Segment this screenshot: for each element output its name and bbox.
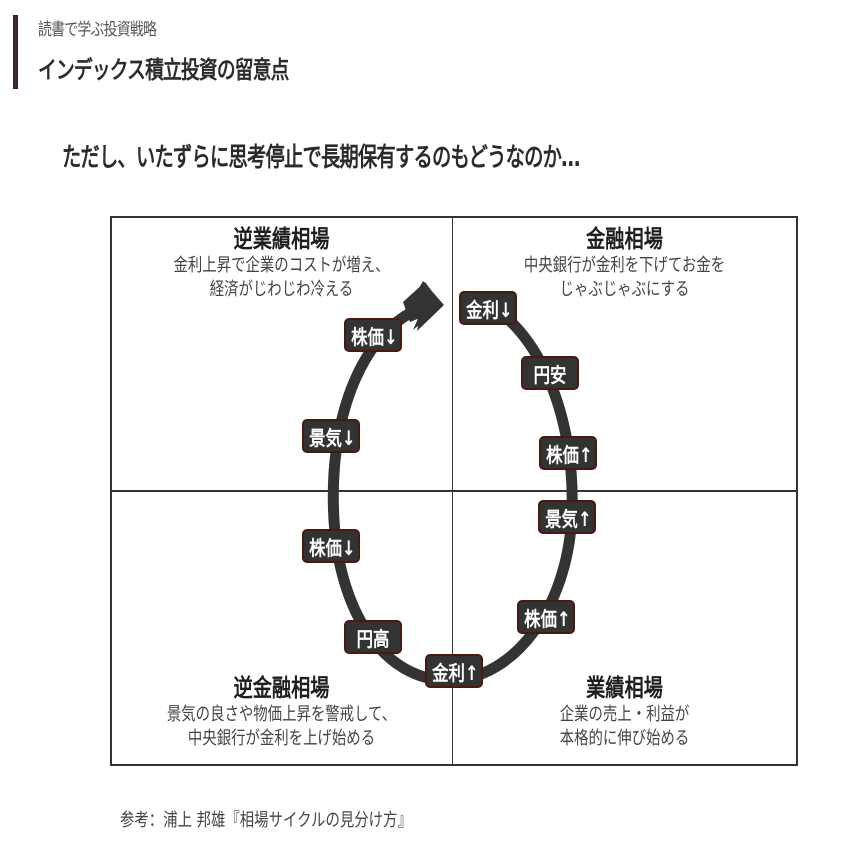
cycle-badge: 株価↓ [302, 529, 360, 563]
quadrant-desc-line1: 景気の良さや物価上昇を警戒して、 [166, 704, 397, 725]
quadrant-desc-line2: 中央銀行が金利を上げ始める [187, 728, 376, 749]
quadrant-earnings-market: 業績相場 企業の売上・利益が 本格的に伸び始める [453, 673, 796, 751]
quadrant-desc-line2: じゃぶじゃぶにする [559, 279, 690, 300]
cycle-badge-label: 金利↑ [432, 661, 479, 685]
cycle-badge: 円高 [344, 620, 402, 654]
cycle-badge-label: 景気↑ [545, 507, 592, 531]
quadrant-financial-market: 金融相場 中央銀行が金利を下げてお金を じゃぶじゃぶにする [453, 224, 796, 302]
cycle-badge-label: 円高 [356, 627, 390, 651]
quadrant-title: 業績相場 [586, 674, 663, 702]
quadrant-desc-line2: 経済がじわじわ冷える [209, 279, 354, 300]
cycle-badge-label: 株価↑ [524, 607, 571, 631]
cycle-badge: 金利↓ [459, 291, 517, 325]
cycle-badge-label: 景気↓ [309, 426, 356, 450]
cycle-badge: 株価↓ [344, 318, 402, 352]
quadrant-reverse-financial-market: 逆金融相場 景気の良さや物価上昇を警戒して、 中央銀行が金利を上げ始める [110, 673, 453, 751]
quadrant-desc-line1: 金利上昇で企業のコストが増え、 [173, 255, 390, 276]
cycle-badge-label: 株価↑ [546, 443, 593, 467]
quadrant-desc-line2: 本格的に伸び始める [559, 728, 690, 749]
cycle-badge: 景気↑ [538, 500, 596, 534]
cycle-badge: 株価↑ [517, 600, 575, 634]
cycle-badge-label: 株価↓ [351, 325, 398, 349]
header-subtitle: 読書で学ぶ投資戦略 [38, 20, 157, 40]
cycle-badge: 景気↓ [302, 419, 360, 453]
cycle-badge-label: 金利↓ [466, 298, 513, 322]
quadrant-reverse-earnings-market: 逆業績相場 金利上昇で企業のコストが増え、 経済がじわじわ冷える [110, 224, 453, 302]
quadrant-title: 金融相場 [586, 225, 663, 253]
cycle-badge-label: 株価↓ [309, 536, 356, 560]
header-accent-bar [13, 15, 18, 89]
horizontal-divider [110, 490, 798, 492]
page-title: インデックス積立投資の留意点 [38, 56, 289, 84]
quadrant-title: 逆金融相場 [233, 674, 330, 702]
cycle-badge: 株価↑ [539, 436, 597, 470]
quadrant-title: 逆業績相場 [233, 225, 330, 253]
cycle-badge: 金利↑ [425, 654, 483, 688]
quadrant-desc-line1: 中央銀行が金利を下げてお金を [523, 255, 726, 276]
cycle-badge: 円安 [521, 356, 579, 390]
lead-text: ただし、いたずらに思考停止で長期保有するのもどうなのか… [62, 143, 580, 173]
source-citation: 参考：浦上 邦雄『相場サイクルの見分け方』 [120, 810, 412, 831]
cycle-badge-label: 円安 [533, 363, 567, 387]
quadrant-desc-line1: 企業の売上・利益が [559, 704, 690, 725]
